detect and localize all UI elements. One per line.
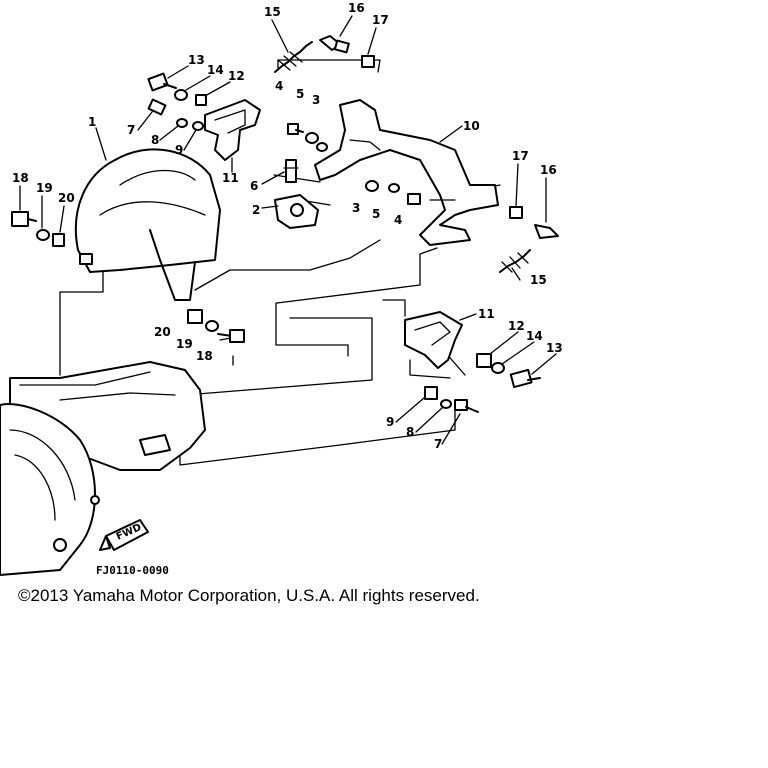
fwd-arrow: FWD <box>99 519 149 551</box>
callout-14: 14 <box>207 63 224 77</box>
bolt-4-upper <box>287 123 304 135</box>
callout-11: 11 <box>222 171 239 185</box>
parts-diagram: FWD 15 16 17 13 14 12 7 8 9 4 5 3 10 1 1… <box>0 1 563 577</box>
main-bracket-part <box>314 99 499 246</box>
callout-5: 5 <box>372 207 380 221</box>
callout-8: 8 <box>406 425 414 439</box>
callout-3: 3 <box>312 93 320 107</box>
callout-13: 13 <box>188 53 205 67</box>
bolt-16-upper <box>319 35 350 54</box>
callout-3: 3 <box>352 201 360 215</box>
callout-2: 2 <box>252 203 260 217</box>
callout-labels: 15 16 17 13 14 12 7 8 9 4 5 3 10 1 11 6 … <box>12 1 563 451</box>
bolt-18-left <box>11 211 37 227</box>
callout-19: 19 <box>36 181 53 195</box>
screw-7-lower <box>454 399 479 413</box>
bolt-4-lower <box>407 193 421 205</box>
callout-18: 18 <box>196 349 213 363</box>
callout-11: 11 <box>478 307 495 321</box>
callout-12: 12 <box>508 319 525 333</box>
callout-leaders <box>19 15 557 445</box>
copyright-notice: ©2013 Yamaha Motor Corporation, U.S.A. A… <box>18 586 480 605</box>
spring-upper <box>274 41 313 73</box>
lever-bracket-lower <box>404 311 463 369</box>
callout-6: 6 <box>250 179 258 193</box>
drawing-code: FJ0110-0090 <box>96 564 169 577</box>
callout-17: 17 <box>372 13 389 27</box>
bolt-13-upper <box>147 72 177 92</box>
bolt-18-right <box>217 329 245 343</box>
callout-18: 18 <box>12 171 29 185</box>
callout-16: 16 <box>348 1 365 15</box>
clamp-part <box>274 194 319 229</box>
callout-16: 16 <box>540 163 557 177</box>
callout-7: 7 <box>434 437 442 451</box>
callout-15: 15 <box>530 273 547 287</box>
callout-13: 13 <box>546 341 563 355</box>
washers <box>36 55 523 409</box>
grease-nipple-part <box>283 159 299 183</box>
bolt-16-lower <box>534 224 559 239</box>
callout-10: 10 <box>463 119 480 133</box>
callout-20: 20 <box>154 325 171 339</box>
callout-8: 8 <box>151 133 159 147</box>
callout-7: 7 <box>127 123 135 137</box>
callout-15: 15 <box>264 5 281 19</box>
screw-7-upper <box>147 98 167 116</box>
callout-12: 12 <box>228 69 245 83</box>
callout-4: 4 <box>275 79 283 93</box>
bolt-13-lower <box>509 368 541 389</box>
callout-1: 1 <box>88 115 96 129</box>
upper-cover-part <box>74 148 221 301</box>
callout-4: 4 <box>394 213 402 227</box>
callout-9: 9 <box>175 143 183 157</box>
callout-9: 9 <box>386 415 394 429</box>
callout-17: 17 <box>512 149 529 163</box>
lever-bracket-upper <box>204 99 261 161</box>
callout-19: 19 <box>176 337 193 351</box>
callout-5: 5 <box>296 87 304 101</box>
lower-mount-assembly <box>0 361 206 576</box>
callout-20: 20 <box>58 191 75 205</box>
spring-lower <box>499 249 531 273</box>
callout-14: 14 <box>526 329 543 343</box>
